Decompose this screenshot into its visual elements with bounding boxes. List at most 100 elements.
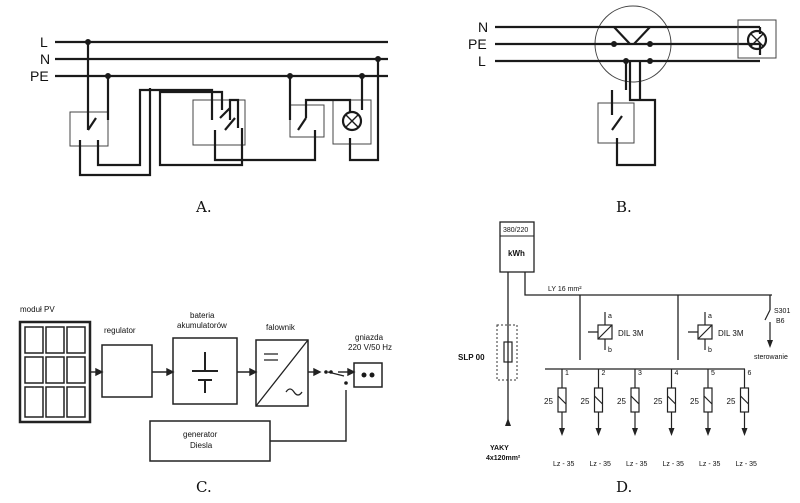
panel-c: moduł PV regulator bateria akumulatorów … <box>18 305 392 496</box>
bus-lines-b <box>495 25 760 63</box>
feed-cable-2: 4x120mm² <box>486 455 521 462</box>
fuse-rating: 25 <box>690 397 699 406</box>
generator-label-2: Diesla <box>190 441 213 450</box>
output-number: 6 <box>748 370 752 377</box>
battery-icon <box>192 352 218 393</box>
fuse-icon <box>593 387 604 413</box>
feeder-5: 5 25 Lz - 35 <box>690 369 721 468</box>
feeders: 1 25 Lz - 35 2 25 Lz - 35 3 25 Lz - 35 4 25 Lz - 35… <box>544 369 757 468</box>
caption-b: B. <box>616 198 632 216</box>
feeder-2: 2 25 Lz - 35 <box>581 369 612 468</box>
pv-cells <box>24 326 86 418</box>
inverter-box <box>255 339 309 407</box>
caption-c: C. <box>196 478 212 496</box>
feeder-6: 6 25 Lz - 35 <box>727 369 758 468</box>
slp-box <box>496 324 518 381</box>
socket-pin <box>369 372 375 378</box>
fuse-rating: 25 <box>654 397 663 406</box>
fuse-rating: 25 <box>544 397 553 406</box>
feeder-3: 3 25 Lz - 35 <box>617 369 648 468</box>
wiring-a <box>78 42 380 177</box>
output-number: 5 <box>711 370 715 377</box>
socket-label-2: 220 V/50 Hz <box>348 343 392 352</box>
breaker-label-1: S301 <box>774 308 790 315</box>
output-number: 3 <box>638 370 642 377</box>
output-cable: Lz - 35 <box>663 461 685 468</box>
slp-label: SLP 00 <box>458 353 485 362</box>
inverter-label: falownik <box>266 323 296 332</box>
slp-fuse <box>503 341 513 363</box>
junction-dot <box>647 58 653 64</box>
main-bus-d <box>507 272 772 420</box>
contact-b: b <box>608 347 612 354</box>
junction-dot <box>647 41 653 47</box>
feed-cable-1: YAKY <box>490 445 509 452</box>
contact-a: a <box>608 313 612 320</box>
battery-box <box>172 337 238 405</box>
contactor-2 <box>688 312 713 350</box>
fuse-icon <box>703 387 713 413</box>
output-number: 1 <box>565 370 569 377</box>
output-cable: Lz - 35 <box>590 461 612 468</box>
socket-pin <box>361 372 367 378</box>
output-number: 4 <box>675 370 679 377</box>
line-label-l: L <box>40 34 48 50</box>
breaker-label-2: B6 <box>776 318 785 325</box>
output-cable: Lz - 35 <box>736 461 758 468</box>
fuse-rating: 25 <box>727 397 736 406</box>
contact-b: b <box>708 347 712 354</box>
output-cable: Lz - 35 <box>553 461 575 468</box>
meter-rating: 380/220 <box>503 227 528 234</box>
junction-dot <box>611 41 617 47</box>
switch-wiring-b <box>610 60 657 167</box>
battery-label-1: bateria <box>190 311 215 320</box>
control-label: sterowanie <box>754 354 788 361</box>
fuse-rating: 25 <box>581 397 590 406</box>
line-label-pe: PE <box>468 36 487 52</box>
meter-box <box>499 221 535 273</box>
socket-label-1: gniazda <box>355 333 384 342</box>
wiring-b <box>613 26 762 100</box>
caption-a: A. <box>195 198 212 216</box>
feeder-4: 4 25 Lz - 35 <box>654 369 685 468</box>
feeder-1: 1 25 Lz - 35 <box>544 369 575 468</box>
line-label-pe: PE <box>30 68 49 84</box>
pv-module-label: moduł PV <box>20 305 55 314</box>
switch-box-2 <box>192 99 246 146</box>
caption-d: D. <box>616 478 632 496</box>
lamp-box <box>332 99 372 145</box>
line-label-n: N <box>40 51 50 67</box>
switch-contact <box>224 117 236 131</box>
fuse-icon <box>739 387 750 413</box>
fuse-rating: 25 <box>617 397 626 406</box>
socket-box <box>353 362 383 388</box>
meter-unit: kWh <box>508 249 525 258</box>
lamp-cross <box>750 33 764 47</box>
contactor-2-label: DIL 3M <box>718 329 744 338</box>
battery-label-2: akumulatorów <box>177 321 227 330</box>
flow-arrows <box>90 367 356 442</box>
lamp-box-b <box>737 19 777 59</box>
lamp-icon <box>341 110 363 132</box>
regulator-label: regulator <box>104 326 136 335</box>
lamp-icon <box>746 29 768 51</box>
fuse-icon <box>557 387 567 413</box>
pv-module-icon <box>18 320 92 424</box>
contactor-1-label: DIL 3M <box>618 329 644 338</box>
panel-b: N PE L B. <box>468 5 777 216</box>
output-cable: Lz - 35 <box>699 461 721 468</box>
line-label-n: N <box>478 19 488 35</box>
fuse-icon <box>630 387 640 413</box>
regulator-box <box>101 344 153 398</box>
lamp-cross <box>345 114 359 128</box>
output-cable: Lz - 35 <box>626 461 648 468</box>
contact-a: a <box>708 313 712 320</box>
contactor-1 <box>588 312 613 350</box>
breaker-icon <box>764 309 771 345</box>
generator-label-1: generator <box>183 430 218 439</box>
line-label-l: L <box>478 53 486 69</box>
fuse-icon <box>666 387 677 413</box>
output-number: 2 <box>602 370 606 377</box>
